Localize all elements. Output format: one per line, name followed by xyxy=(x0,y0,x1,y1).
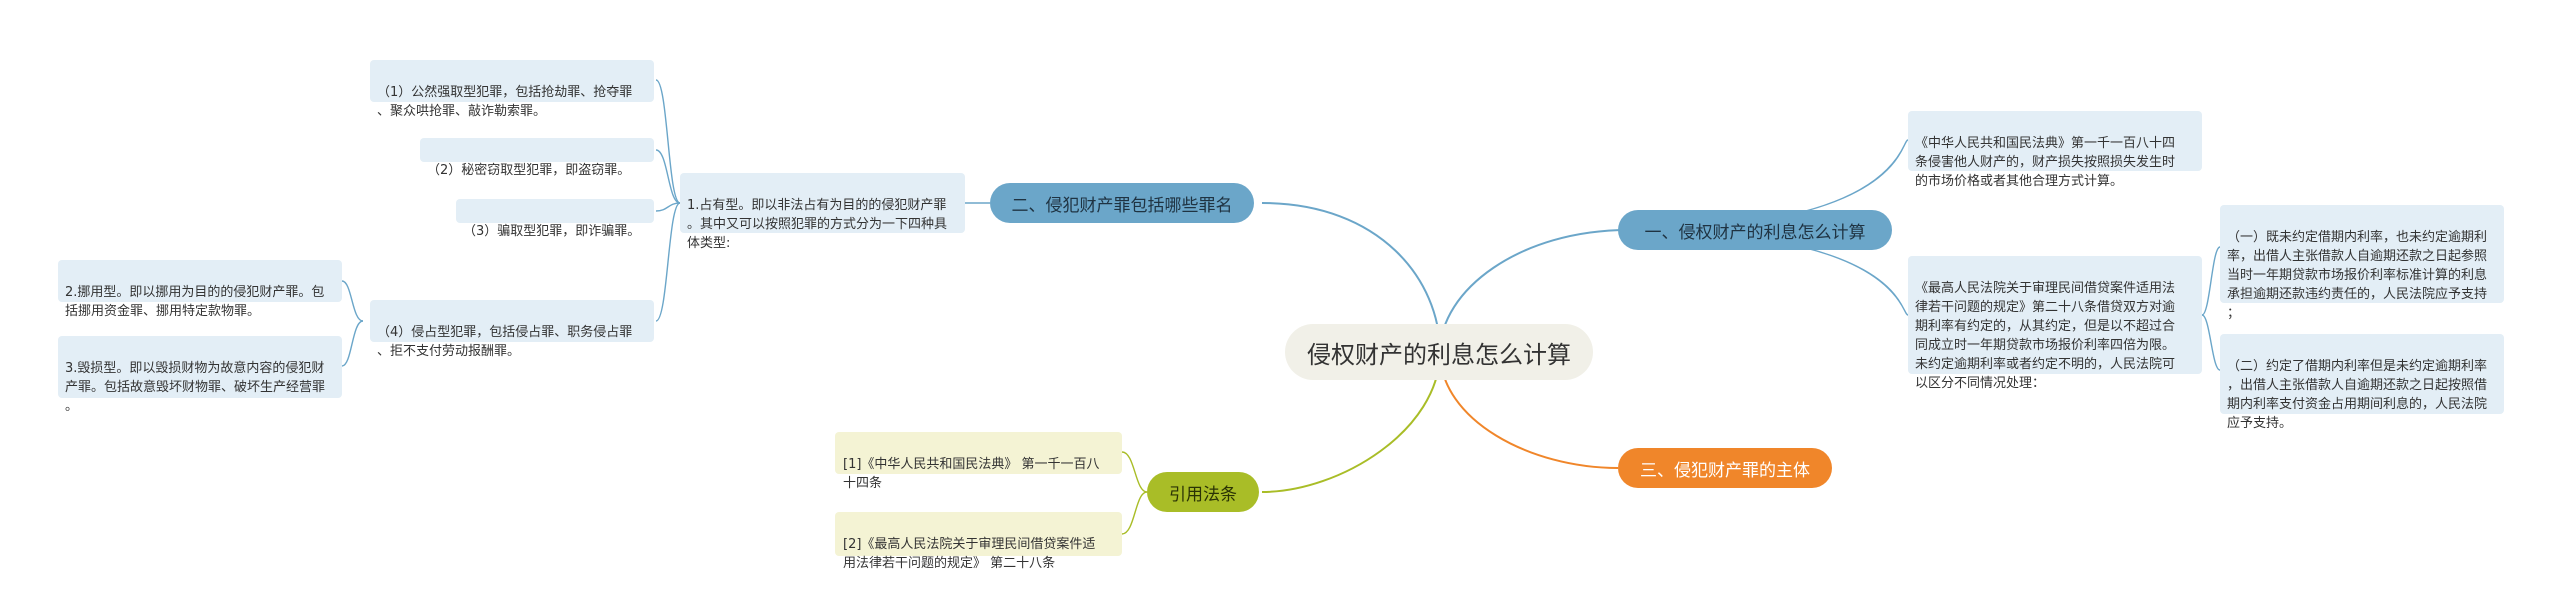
leaf-lending-provisions-28-text: 《最高人民法院关于审理民间借贷案件适用法 律若干问题的规定》第二十八条借贷双方对… xyxy=(1915,281,2176,391)
leaf-term-rate-only-text: （二）约定了借期内利率但是未约定逾期利率 ，出借人主张借款人自逾期还款之日起按照… xyxy=(2227,359,2488,431)
leaf-ref-lending-provisions[interactable]: [2]《最高人民法院关于审理民间借贷案件适 用法律若干问题的规定》 第二十八条 xyxy=(835,512,1122,571)
leaf-possession-type[interactable]: 1.占有型。即以非法占有为目的的侵犯财产罪 。其中又可以按照犯罪的方式分为一下四… xyxy=(680,173,965,251)
leaf-misappropriation-type-text: 2.挪用型。即以挪用为目的的侵犯财产罪。包 括挪用资金罪、挪用特定款物罪。 xyxy=(65,285,325,319)
leaf-secret-theft-text: （2）秘密窃取型犯罪，即盗窃罪。 xyxy=(427,163,631,178)
leaf-fraud-text: （3）骗取型犯罪，即诈骗罪。 xyxy=(463,224,641,239)
branch-cited-laws[interactable]: 引用法条 xyxy=(1147,472,1259,512)
leaf-embezzlement-text: （4）侵占型犯罪，包括侵占罪、职务侵占罪 、拒不支付劳动报酬罪。 xyxy=(377,325,633,359)
leaf-no-rate-agreed[interactable]: （一）既未约定借期内利率，也未约定逾期利 率，出借人主张借款人自逾期还款之日起参… xyxy=(2220,205,2504,321)
leaf-open-seizure-text: （1）公然强取型犯罪，包括抢劫罪、抢夺罪 、聚众哄抢罪、敲诈勒索罪。 xyxy=(377,85,633,119)
leaf-ref-civil-code[interactable]: [1]《中华人民共和国民法典》 第一千一百八 十四条 xyxy=(835,432,1122,491)
leaf-fraud[interactable]: （3）骗取型犯罪，即诈骗罪。 xyxy=(456,199,654,239)
central-topic[interactable]: 侵权财产的利息怎么计算 xyxy=(1285,324,1593,380)
leaf-destruction-type-text: 3.毁损型。即以毁损财物为故意内容的侵犯财 产罪。包括故意毁坏财物罪、破坏生产经… xyxy=(65,361,326,414)
leaf-civil-code-1184-text: 《中华人民共和国民法典》第一千一百八十四 条侵害他人财产的，财产损失按照损失发生… xyxy=(1915,136,2176,189)
branch-property-crimes[interactable]: 二、侵犯财产罪包括哪些罪名 xyxy=(990,183,1254,223)
leaf-destruction-type[interactable]: 3.毁损型。即以毁损财物为故意内容的侵犯财 产罪。包括故意毁坏财物罪、破坏生产经… xyxy=(58,336,342,414)
branch-property-crimes-label: 二、侵犯财产罪包括哪些罪名 xyxy=(1011,195,1233,216)
leaf-ref-civil-code-text: [1]《中华人民共和国民法典》 第一千一百八 十四条 xyxy=(843,457,1100,491)
branch-crime-subject-label: 三、侵犯财产罪的主体 xyxy=(1640,460,1810,481)
leaf-embezzlement[interactable]: （4）侵占型犯罪，包括侵占罪、职务侵占罪 、拒不支付劳动报酬罪。 xyxy=(370,300,654,359)
leaf-possession-type-text: 1.占有型。即以非法占有为目的的侵犯财产罪 。其中又可以按照犯罪的方式分为一下四… xyxy=(687,198,948,251)
leaf-secret-theft[interactable]: （2）秘密窃取型犯罪，即盗窃罪。 xyxy=(420,138,654,178)
leaf-civil-code-1184[interactable]: 《中华人民共和国民法典》第一千一百八十四 条侵害他人财产的，财产损失按照损失发生… xyxy=(1908,111,2202,189)
branch-interest-calculation[interactable]: 一、侵权财产的利息怎么计算 xyxy=(1618,210,1892,250)
leaf-lending-provisions-28[interactable]: 《最高人民法院关于审理民间借贷案件适用法 律若干问题的规定》第二十八条借贷双方对… xyxy=(1908,256,2202,391)
central-topic-label: 侵权财产的利息怎么计算 xyxy=(1307,340,1571,369)
branch-cited-laws-label: 引用法条 xyxy=(1169,484,1237,505)
leaf-misappropriation-type[interactable]: 2.挪用型。即以挪用为目的的侵犯财产罪。包 括挪用资金罪、挪用特定款物罪。 xyxy=(58,260,342,319)
leaf-term-rate-only[interactable]: （二）约定了借期内利率但是未约定逾期利率 ，出借人主张借款人自逾期还款之日起按照… xyxy=(2220,334,2504,431)
leaf-ref-lending-provisions-text: [2]《最高人民法院关于审理民间借贷案件适 用法律若干问题的规定》 第二十八条 xyxy=(843,537,1096,571)
branch-interest-calculation-label: 一、侵权财产的利息怎么计算 xyxy=(1644,222,1866,243)
branch-crime-subject[interactable]: 三、侵犯财产罪的主体 xyxy=(1618,448,1832,488)
leaf-open-seizure[interactable]: （1）公然强取型犯罪，包括抢劫罪、抢夺罪 、聚众哄抢罪、敲诈勒索罪。 xyxy=(370,60,654,119)
leaf-no-rate-agreed-text: （一）既未约定借期内利率，也未约定逾期利 率，出借人主张借款人自逾期还款之日起参… xyxy=(2227,230,2488,321)
